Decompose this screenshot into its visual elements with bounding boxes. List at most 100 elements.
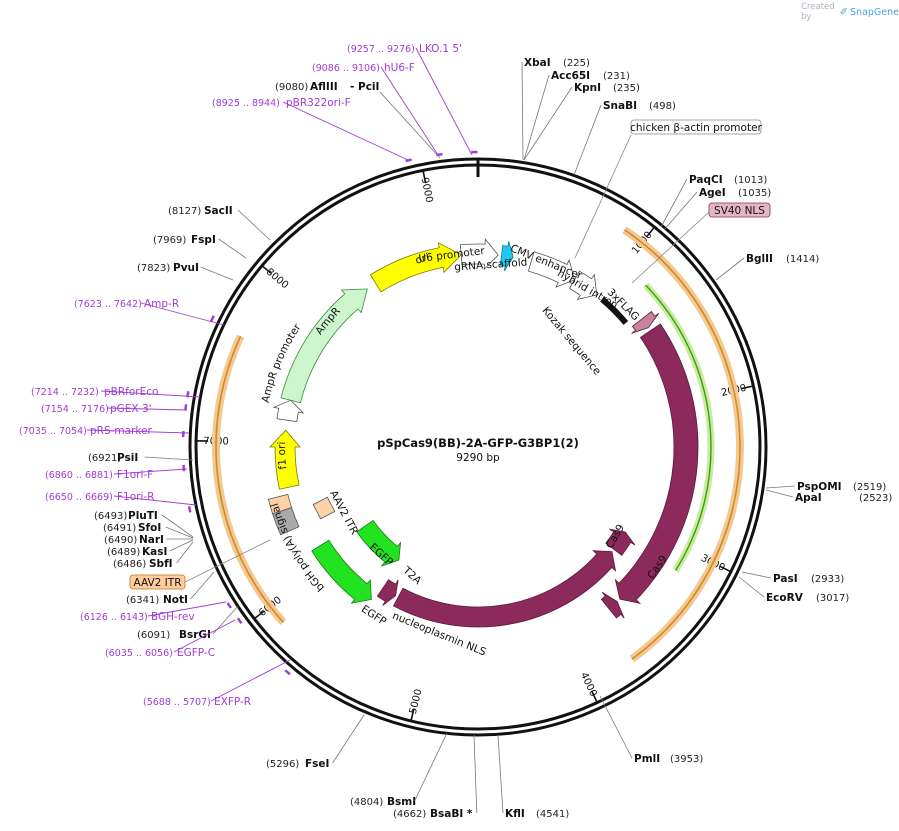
tick-8000-label: 8000 <box>264 267 291 292</box>
tick-5000-mark <box>409 709 415 723</box>
f1ori-label: f1 ori <box>276 442 289 471</box>
tick-4000-label: 4000 <box>578 671 599 699</box>
site-agei-pos: (1035) <box>738 188 771 199</box>
primer-f1orir-marker <box>187 506 192 513</box>
site-pmli: PmlI <box>634 753 660 765</box>
site-kasi: KasI <box>142 546 167 558</box>
primer-pbrforeco-leader <box>100 390 201 398</box>
site-snabi-leader <box>573 104 602 176</box>
tick-8000-mark <box>260 264 272 275</box>
cba-promoter-label: chicken β-actin promoter <box>630 122 762 134</box>
primer-ampr-pos: (7623 .. 7642) <box>74 299 142 310</box>
site-kfli-leader <box>497 734 504 814</box>
plasmid-length: 9290 bp <box>456 452 500 464</box>
primer-bghrev-pos: (6126 .. 6143) <box>80 612 148 623</box>
site-pspomi-pos: (2519) <box>853 482 886 493</box>
green-line <box>645 284 712 571</box>
cba-promoter-leader <box>574 134 632 259</box>
primer-pbr322orif-leader <box>282 101 409 161</box>
primer-egfpc: EGFP-C <box>177 647 215 659</box>
site-fspi-leader <box>218 238 247 259</box>
site-fsei: FseI <box>305 758 329 770</box>
primer-pbrforeco: pBRforEco <box>104 386 158 398</box>
site-bsabi-pos: (4662) <box>393 809 426 820</box>
site-sacii-pos: (8127) <box>168 206 201 217</box>
primer-pbrforeco-marker <box>185 390 190 398</box>
site-noti-pos: (6341) <box>126 595 159 606</box>
site-fsei-leader <box>332 714 365 764</box>
aav2-itr-inner-box <box>312 496 336 520</box>
primer-f1orir: F1ori-R <box>117 491 154 503</box>
site-nari-pos: (6490) <box>104 535 137 546</box>
orange-line-right <box>624 229 741 660</box>
flag-arrow <box>631 310 660 334</box>
site-bglii-leader <box>715 257 745 281</box>
site-acc65i-pos: (231) <box>603 71 630 82</box>
site-pluti-pos: (6493) <box>94 511 127 522</box>
site-nari: NarI <box>139 534 164 546</box>
primer-f1orir-leader <box>113 495 197 506</box>
site-kasi-leader <box>169 539 194 552</box>
site-apai-leader <box>765 489 794 498</box>
site-snabi: SnaBI <box>603 100 637 112</box>
primer-pgex3-pos: (7154 .. 7176) <box>41 404 109 415</box>
site-kfli: KflI <box>505 808 525 820</box>
primer-egfpc-leader <box>173 619 236 653</box>
site-fspi-pos: (7969) <box>153 235 186 246</box>
site-bsrgi-pos: (6091) <box>137 630 170 641</box>
site-pspomi: PspOMI <box>797 481 842 493</box>
grna-scaffold-arrow <box>499 241 514 272</box>
cba-promoter-arrow <box>568 270 598 301</box>
primer-lko15-leader <box>415 47 473 156</box>
site-snabi-pos: (498) <box>649 101 676 112</box>
primer-bghrev-marker <box>226 602 232 609</box>
site-bsabi: BsaBI * <box>430 808 473 820</box>
tick-4000-mark <box>591 691 599 704</box>
primer-prsmarker-pos: (7035 .. 7054) <box>19 426 87 437</box>
primer-exfpr-leader <box>210 659 291 702</box>
egfp-outer-label: EGFP <box>359 603 388 628</box>
primer-ampr-leader <box>140 302 225 326</box>
tick-1000-mark <box>646 225 656 237</box>
primer-lko15: LKO.1 5' <box>419 43 462 55</box>
site-bglii: BglII <box>746 253 773 265</box>
primer-hu6f: hU6-F <box>384 62 415 74</box>
credit-prefix: Created by <box>801 2 835 22</box>
site-pcii: - PciI <box>350 81 379 93</box>
site-agei: AgeI <box>699 187 726 199</box>
primer-pgex3-marker <box>184 404 188 411</box>
site-bsabi-leader <box>473 734 478 814</box>
tick-5000-label: 5000 <box>408 688 425 715</box>
site-xbai-leader <box>521 61 524 161</box>
ampr-arrow <box>280 288 368 404</box>
site-noti-leader <box>190 571 215 600</box>
kozak-label: Kozak sequence <box>539 305 603 378</box>
primer-hu6f-leader <box>380 66 439 156</box>
site-psii-leader <box>144 456 194 461</box>
u6-promoter-arrow <box>459 238 499 271</box>
cba-promoter-label-box <box>630 119 762 135</box>
site-afliii-leader <box>379 91 441 159</box>
site-sacii: SacII <box>204 205 233 217</box>
site-pmli-pos: (3953) <box>670 754 703 765</box>
site-ecorv: EcoRV <box>766 592 804 604</box>
site-pasi: PasI <box>773 573 798 585</box>
aav2-itr-leader <box>184 539 271 583</box>
tick-9000-label: 9000 <box>419 177 435 204</box>
site-paqci: PaqCI <box>689 174 723 186</box>
site-afliii: AflIII <box>310 81 338 93</box>
site-pmli-leader <box>599 695 633 759</box>
site-sbfi-pos: (6486) <box>113 559 146 570</box>
site-kpni-leader <box>523 86 573 161</box>
primer-f1orif-leader <box>113 468 188 475</box>
grna-scaffold-label: gRNA scaffold <box>454 256 528 273</box>
tick-6000-mark <box>252 610 265 620</box>
site-noti: NotI <box>163 594 188 606</box>
cas9-outer-arrow <box>614 323 699 604</box>
kozak-arrow <box>605 528 636 556</box>
site-sfoi-pos: (6491) <box>103 523 136 534</box>
primer-hu6f-marker <box>436 152 443 157</box>
tick-2000-mark <box>741 384 755 390</box>
sv40-nls-leader <box>631 211 710 284</box>
